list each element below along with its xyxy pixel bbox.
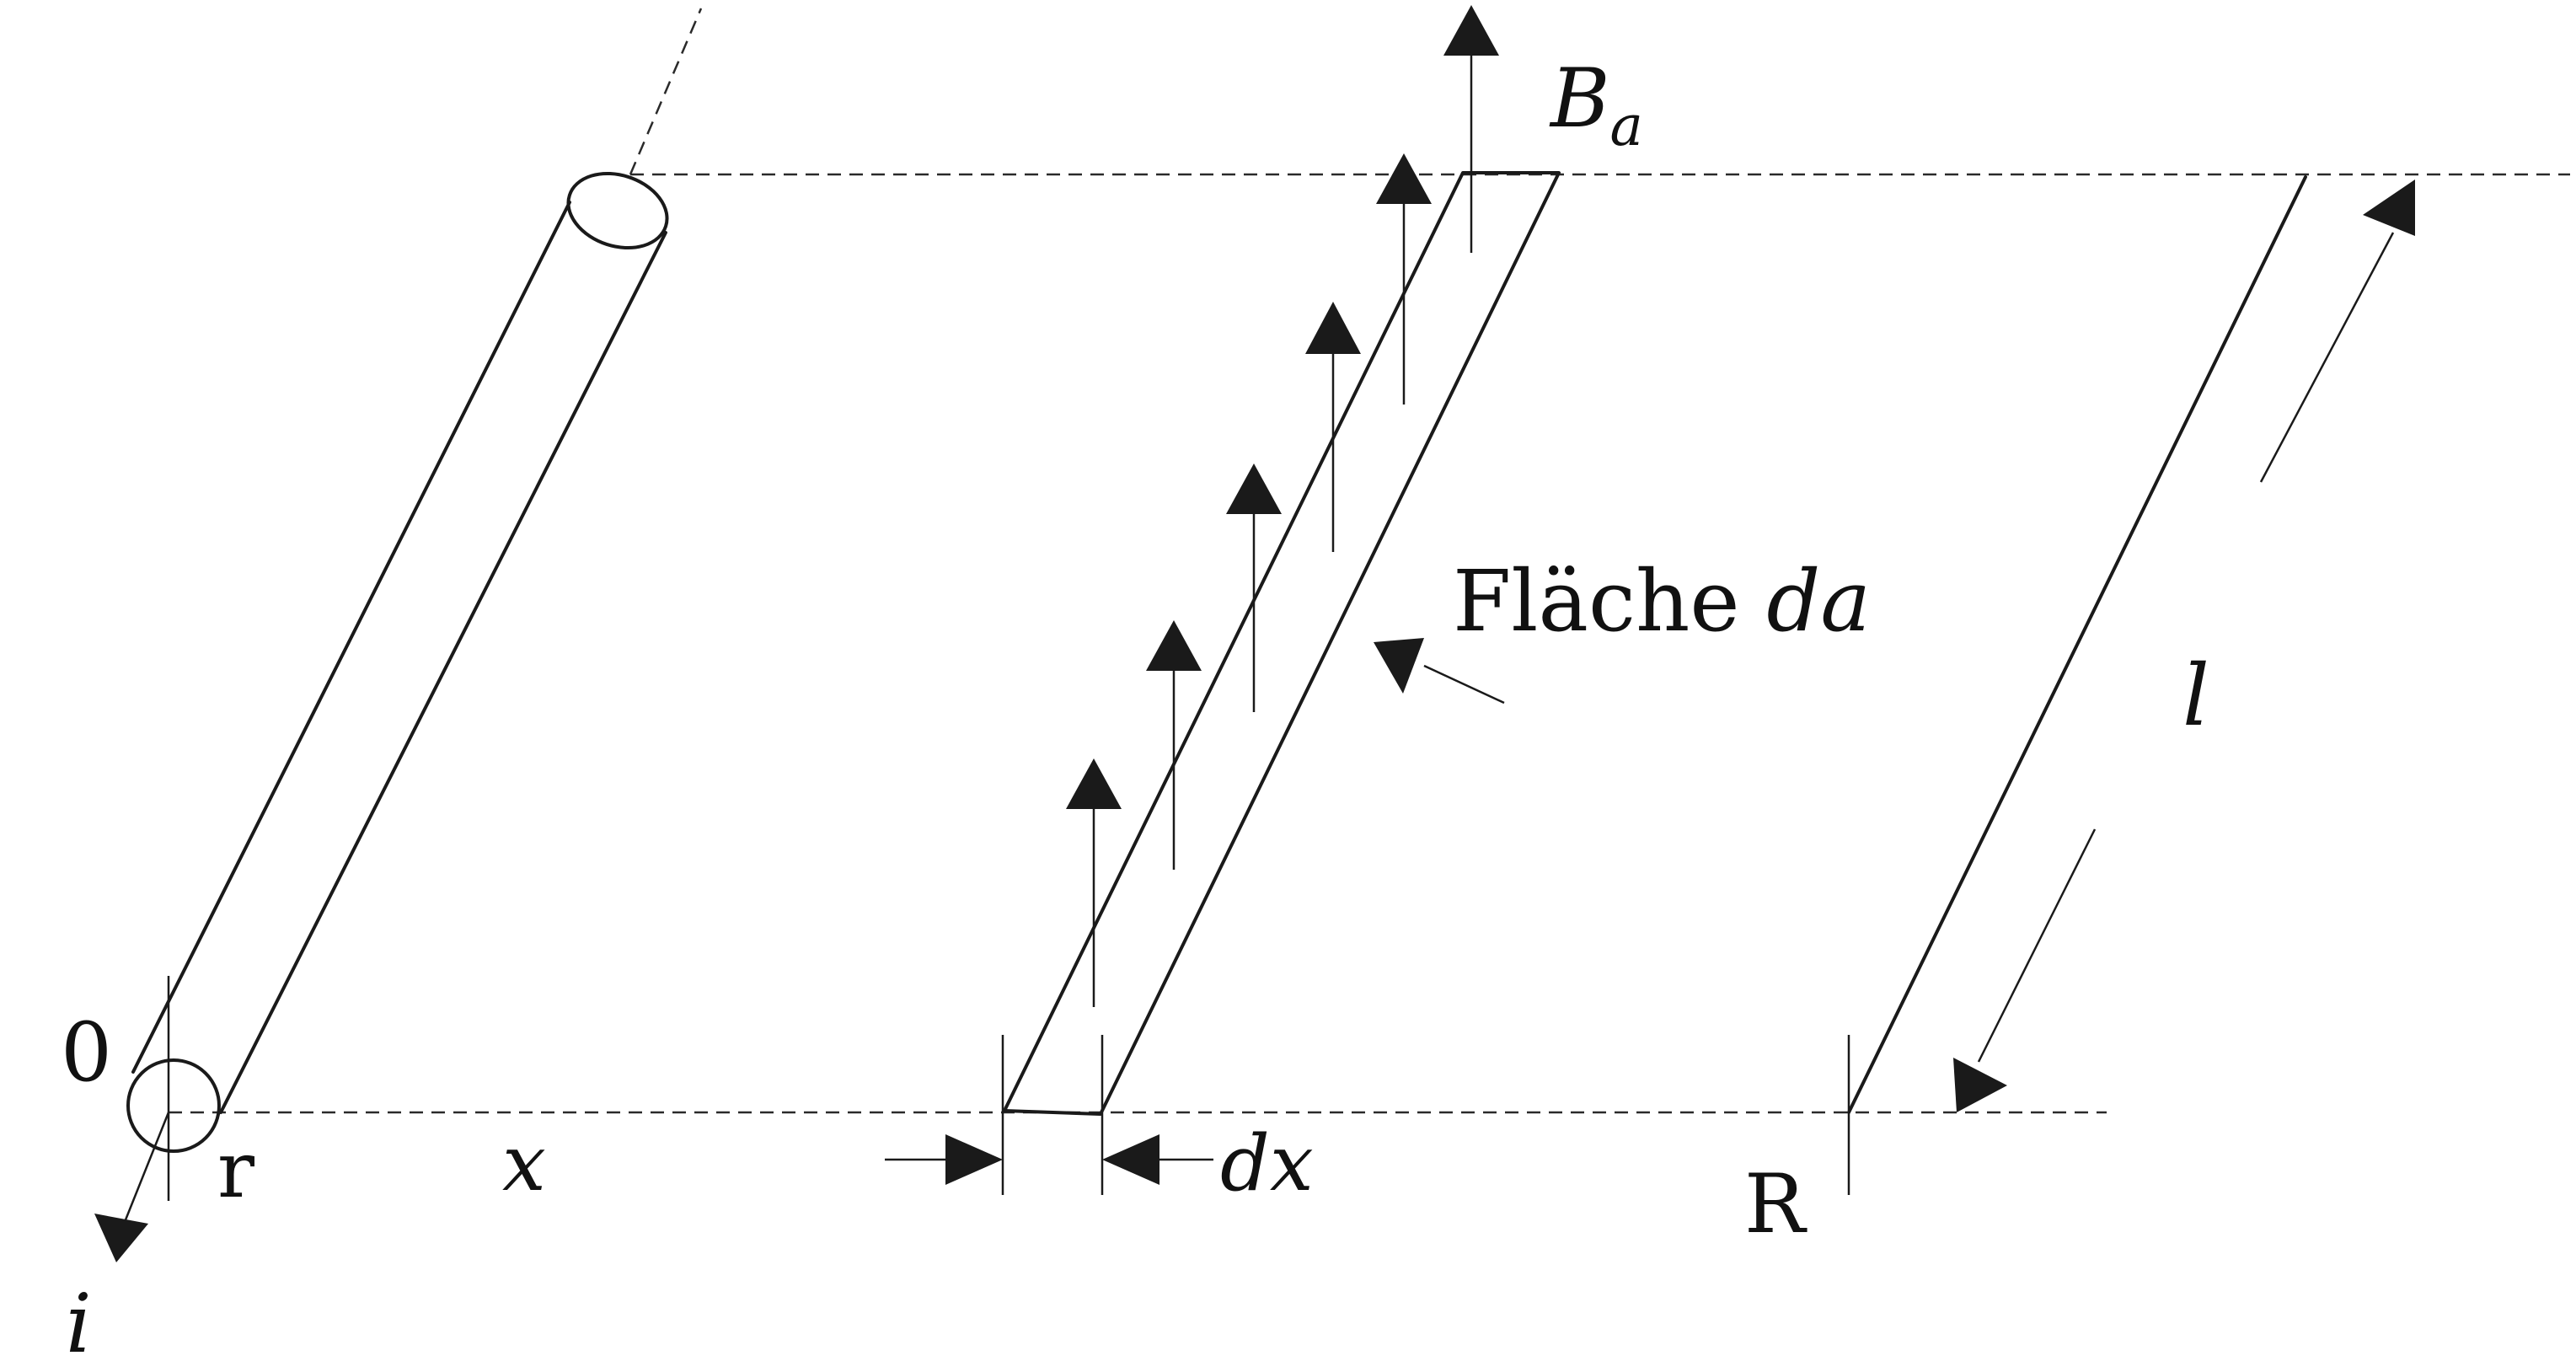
conductor-top-cap [566, 171, 669, 250]
length-arrow-lower-head [1953, 1058, 2007, 1112]
conductor-right-edge [219, 231, 667, 1114]
field-arrow-head [1443, 5, 1499, 56]
radius-label: r [217, 1125, 254, 1215]
conductor-cross-section [126, 1058, 221, 1153]
reference-lines [169, 8, 2570, 1114]
current-label: i [66, 1277, 92, 1361]
field-arrow-head [1226, 463, 1282, 514]
conductor-axis-dashed-line [629, 8, 703, 175]
area-pointer-line [1423, 664, 1505, 705]
outer-radius-label: R [1744, 1157, 1807, 1251]
area-strip-outline [1003, 171, 1561, 1116]
dx-left-arrowhead [945, 1134, 1003, 1185]
labels: 0 r x i dx Ba Fläche da R l [61, 51, 2209, 1361]
outer-boundary [1847, 175, 2415, 1195]
length-arrow-lower-line [1977, 828, 2097, 1063]
field-arrow-head [1305, 302, 1361, 354]
area-strip [885, 171, 1561, 1195]
area-label-symbol: da [1766, 552, 1871, 651]
field-arrow-head [1066, 758, 1122, 809]
length-label: l [2182, 646, 2209, 745]
conductor-cylinder [94, 171, 669, 1262]
origin-label: 0 [61, 1005, 112, 1100]
conductor-left-edge [131, 201, 571, 1074]
area-label-word: Fläche [1453, 552, 1766, 651]
field-label: Ba [1549, 51, 1643, 158]
current-direction-line [123, 1112, 170, 1223]
outer-boundary-line [1847, 175, 2307, 1114]
field-arrows [1066, 5, 1499, 1007]
length-arrow-upper-head [2363, 180, 2415, 236]
field-label-subscript: a [1610, 94, 1643, 158]
strip-width-label: dx [1220, 1118, 1314, 1208]
area-pointer-arrowhead [1374, 638, 1424, 694]
distance-label: x [502, 1118, 546, 1208]
dx-right-arrowhead [1102, 1134, 1159, 1185]
current-arrowhead [94, 1214, 148, 1262]
field-label-main: B [1549, 51, 1610, 146]
length-arrow-upper-line [2259, 232, 2395, 483]
field-arrow-head [1146, 620, 1202, 671]
area-label: Fläche da [1429, 552, 1888, 651]
field-arrow-head [1376, 153, 1432, 204]
